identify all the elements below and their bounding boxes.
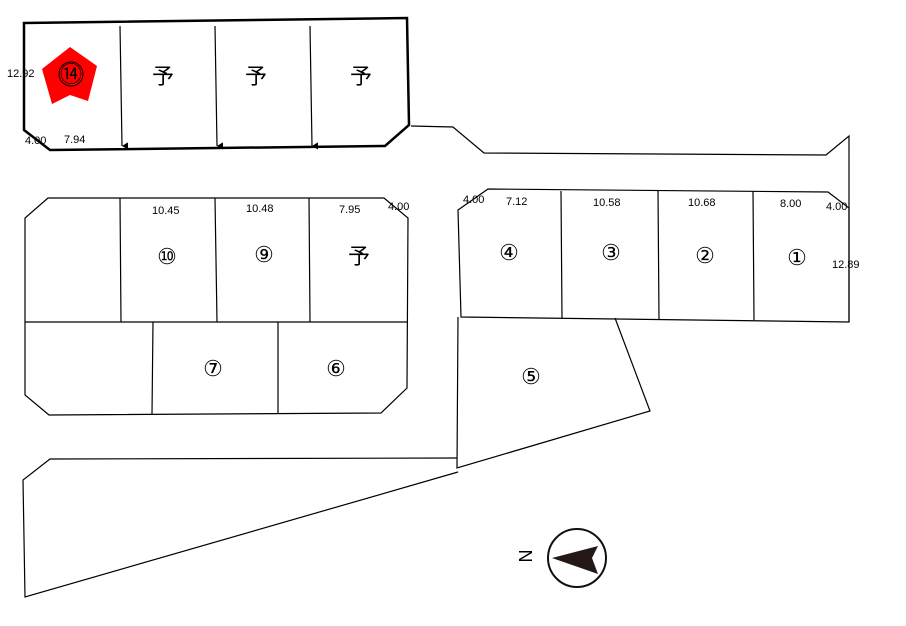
lot-2-label[interactable]: ② [695, 243, 715, 268]
road-edge [410, 125, 850, 322]
dimension-label: 10.68 [688, 197, 716, 209]
dimension-label: 12.92 [7, 68, 35, 80]
lot-9-label[interactable]: ⑨ [254, 242, 274, 267]
reserved-lot-label: 予 [348, 245, 370, 270]
dimension-label: 10.45 [152, 205, 180, 217]
dimension-label: 4.00 [388, 201, 409, 213]
reserved-lot-label: 予 [245, 65, 267, 90]
compass-arrow-icon [552, 546, 598, 574]
right-block: 4.00 7.12 10.58 10.68 8.00 4.00 12.89 ④ … [456, 188, 860, 469]
dimension-label: 7.95 [339, 204, 360, 216]
north-compass: N [516, 528, 607, 588]
lot-7-label[interactable]: ⑦ [203, 356, 223, 381]
dimension-label: 10.48 [246, 203, 274, 215]
north-label: N [516, 550, 536, 563]
middle-block: 10.45 10.48 7.95 4.00 ⑩ ⑨ 予 ⑦ ⑥ [24, 197, 409, 416]
lot-14-label[interactable]: ⑭ [60, 62, 82, 87]
dimension-label: 4.00 [826, 201, 847, 213]
lot-10-label[interactable]: ⑩ [157, 244, 177, 269]
top-block: ⑭ 予 予 予 12.92 4.00 7.94 [7, 16, 411, 152]
dimension-label: 10.58 [593, 197, 621, 209]
bottom-parcel [22, 457, 459, 598]
dimension-label: 4.00 [25, 135, 46, 147]
lot-1-label[interactable]: ① [787, 245, 807, 270]
selected-lot-star-icon[interactable] [42, 47, 97, 104]
lot-3-label[interactable]: ③ [601, 240, 621, 265]
dimension-label: 12.89 [832, 259, 860, 271]
reserved-lot-label: 予 [350, 65, 372, 90]
lot-5-label[interactable]: ⑤ [521, 364, 541, 389]
lot-6-label[interactable]: ⑥ [326, 356, 346, 381]
lot-4-label[interactable]: ④ [499, 240, 519, 265]
dimension-label: 7.94 [64, 134, 85, 146]
dimension-label: 8.00 [780, 198, 801, 210]
dimension-label: 4.00 [463, 194, 484, 206]
reserved-lot-label: 予 [152, 65, 174, 90]
dimension-label: 7.12 [506, 196, 527, 208]
